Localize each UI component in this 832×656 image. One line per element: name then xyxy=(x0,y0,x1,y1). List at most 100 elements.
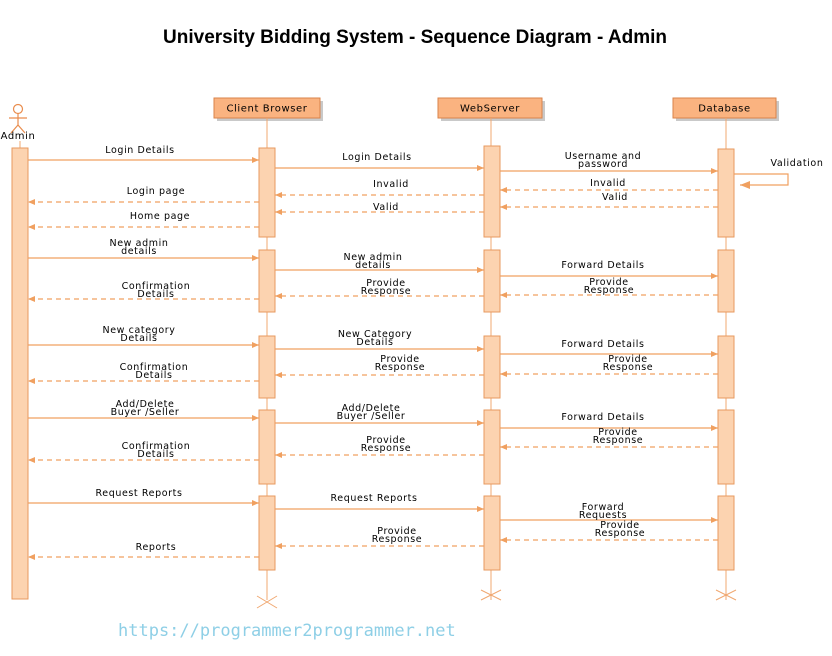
message-label: Details xyxy=(120,333,157,344)
message: Login Details xyxy=(28,145,259,163)
arrowhead xyxy=(500,444,507,450)
arrowhead xyxy=(252,500,259,506)
message-label: Buyer /Seller xyxy=(111,407,180,418)
message-label: Valid xyxy=(373,202,399,213)
message-label: Add/Delete xyxy=(342,403,401,414)
arrowhead xyxy=(28,199,35,205)
arrowhead xyxy=(711,273,718,279)
message-label: New admin xyxy=(110,238,169,249)
lifeline-end-x-icon xyxy=(480,589,502,601)
message-label: Invalid xyxy=(590,178,626,189)
message-label: Login Details xyxy=(105,145,174,156)
actor-figure-icon xyxy=(9,103,27,134)
message-label: Login page xyxy=(127,186,185,197)
arrowhead xyxy=(711,351,718,357)
message-label: Response xyxy=(361,443,411,454)
arrowhead xyxy=(275,192,282,198)
arrowhead xyxy=(711,168,718,174)
message: Invalid xyxy=(500,178,718,193)
arrowhead xyxy=(28,554,35,560)
message-label: Details xyxy=(135,370,172,381)
arrowhead xyxy=(500,187,507,193)
message: Forward Details xyxy=(500,260,718,279)
message-label: Request Reports xyxy=(330,493,417,504)
arrowhead xyxy=(477,346,484,352)
message-label: Invalid xyxy=(373,179,409,190)
message-label: Confirmation xyxy=(122,281,191,292)
watermark-url: https://programmer2programmer.net xyxy=(118,621,456,641)
message-label: Response xyxy=(584,285,634,296)
message-label: Response xyxy=(372,534,422,545)
participant-header-box xyxy=(437,97,543,119)
message-label: Add/Delete xyxy=(116,399,175,410)
arrowhead xyxy=(275,543,282,549)
arrowhead xyxy=(477,267,484,273)
participant-client-browser: Client Browser xyxy=(213,97,323,609)
arrowhead xyxy=(275,452,282,458)
activation-bar xyxy=(483,495,501,571)
message: Request Reports xyxy=(275,493,484,512)
message: Login page xyxy=(28,186,259,205)
message-label: Provide xyxy=(380,354,419,365)
arrowhead xyxy=(275,209,282,215)
participant-label: Client Browser xyxy=(226,104,307,115)
message-label: Forward Details xyxy=(561,339,644,350)
message-label: Provide xyxy=(377,526,416,537)
message: Valid xyxy=(500,192,718,210)
lifeline-end-x-icon xyxy=(256,595,278,609)
message-label: New Category xyxy=(338,329,412,340)
message: Home page xyxy=(28,211,259,230)
activation-bar xyxy=(717,335,735,399)
lifeline-end-x-icon xyxy=(715,589,737,601)
arrowhead xyxy=(477,506,484,512)
message: Request Reports xyxy=(28,488,259,506)
message-label: Provide xyxy=(589,277,628,288)
message-label: Details xyxy=(356,337,393,348)
message-arrow xyxy=(734,173,789,186)
message-label: details xyxy=(355,260,391,271)
message-label: Home page xyxy=(130,211,190,222)
arrowhead xyxy=(28,457,35,463)
message-label: Request Reports xyxy=(95,488,182,499)
activation-bar xyxy=(483,409,501,485)
message-label: Requests xyxy=(579,510,627,521)
message-label: Provide xyxy=(600,520,639,531)
message-label: Login Details xyxy=(342,152,411,163)
message: Invalid xyxy=(275,179,484,198)
arrowhead xyxy=(252,157,259,163)
message: Validation xyxy=(734,158,823,189)
message-label: Confirmation xyxy=(122,441,191,452)
diagram-title: University Bidding System - Sequence Dia… xyxy=(163,27,667,48)
activation-bar xyxy=(258,249,276,313)
message-label: Provide xyxy=(608,354,647,365)
activation-bar xyxy=(717,148,735,238)
message: Valid xyxy=(275,202,484,215)
activation-bar xyxy=(258,147,276,238)
activation-bar xyxy=(717,495,735,571)
message-label: Forward Details xyxy=(561,260,644,271)
participant-header-box xyxy=(672,97,777,119)
message-label: Response xyxy=(595,528,645,539)
arrowhead xyxy=(275,293,282,299)
arrowhead xyxy=(711,517,718,523)
arrowhead xyxy=(477,165,484,171)
message-label: Reports xyxy=(136,542,177,553)
message-label: Confirmation xyxy=(120,362,189,373)
